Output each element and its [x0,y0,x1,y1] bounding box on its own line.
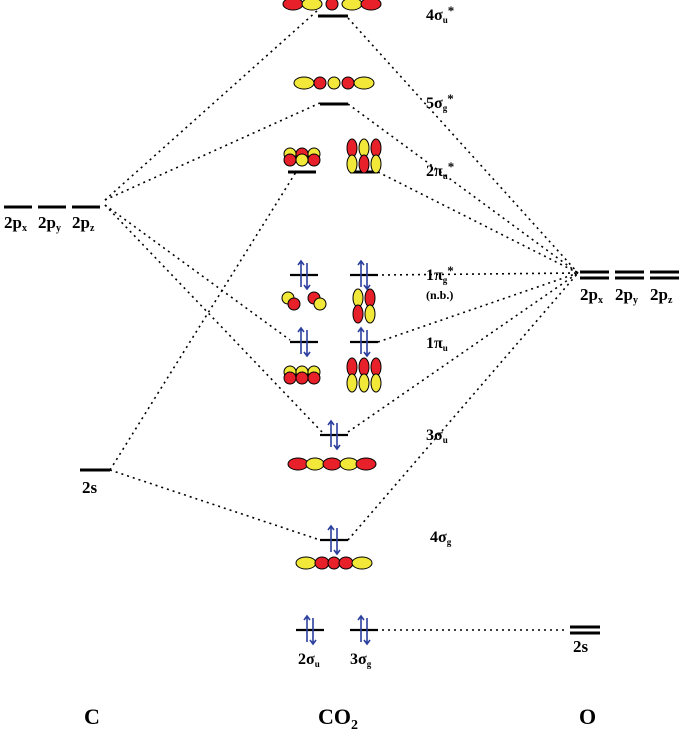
c-2px-label: 2px [4,213,27,234]
carbon-orbitals: 2px 2py 2pz 2s [4,205,110,497]
atom-label-co2: CO2 [318,704,358,733]
lobes-1pu-b [346,357,382,393]
conn-o2p-2pu [377,171,579,274]
electron-pair-1pg-b [357,259,371,291]
label-5sg-star: 5σg* [426,91,454,113]
lobes-2pu-star-b [346,138,382,174]
conn-c2s-4sg [109,469,321,541]
lobes-2pu-star-a [283,147,321,167]
atom-labels: C CO2 O [84,704,596,733]
label-4sg: 4σg [430,529,452,547]
conn-c2p-3su [104,204,323,433]
correlation-lines [104,9,579,631]
c-2pz-label: 2pz [72,213,95,234]
o-2pz-label: 2pz [650,285,673,306]
o-2px-label: 2px [580,285,603,306]
label-1pg: 1πg* [426,263,454,285]
atom-label-oxygen: O [579,704,596,729]
electron-pair-3sg [357,614,371,646]
oxygen-orbitals: 2px 2py 2pz 2s [570,270,679,656]
label-3su: 3σu [426,427,448,445]
conn-o2p-4sg [347,272,579,541]
electron-pair-1pg-a [297,259,311,291]
lobes-4su-star [282,0,382,11]
lobes-3su [287,457,377,471]
lobes-1pu-a [283,365,321,385]
label-3sg-core: 3σg [350,651,372,669]
conn-c2p-1pu [104,204,291,341]
electron-pairs [297,259,371,646]
label-1pg-nonbonding: (n.b.) [426,288,453,302]
conn-o2p-4su [347,17,579,274]
lobes-1pg-b [352,288,376,324]
label-2pu-star: 2πu* [426,159,454,181]
mo-levels [288,14,378,632]
label-4su-star: 4σu* [426,3,454,25]
label-2su-core: 2σu [298,651,320,669]
electron-pair-4sg [327,524,341,556]
lobes-5sg-star [293,76,375,90]
conn-o2p-3su [347,272,579,433]
atom-label-carbon: C [84,704,100,729]
conn-o2p-5sg [347,103,579,274]
orbital-pictograms [281,0,382,570]
electron-pair-1pu-a [297,326,311,358]
mo-labels: 4σu* 5σg* 2πu* 1πg* (n.b.) 1πu 3σu 4σg 2… [298,3,454,669]
label-1pu: 1πu [426,335,448,353]
electron-pair-1pu-b [357,326,371,358]
c-2s-label: 2s [82,478,98,497]
lobes-4sg [295,556,373,570]
o-2s-label: 2s [573,637,589,656]
o-2py-label: 2py [615,285,638,306]
electron-pair-3su [327,419,341,451]
conn-c2s-2pu [109,171,297,471]
c-2py-label: 2py [38,213,61,234]
conn-c2p-4su [104,9,319,201]
conn-o2p-1pg [381,272,579,276]
lobes-1pg-a [281,291,327,311]
electron-pair-2su [303,614,317,646]
